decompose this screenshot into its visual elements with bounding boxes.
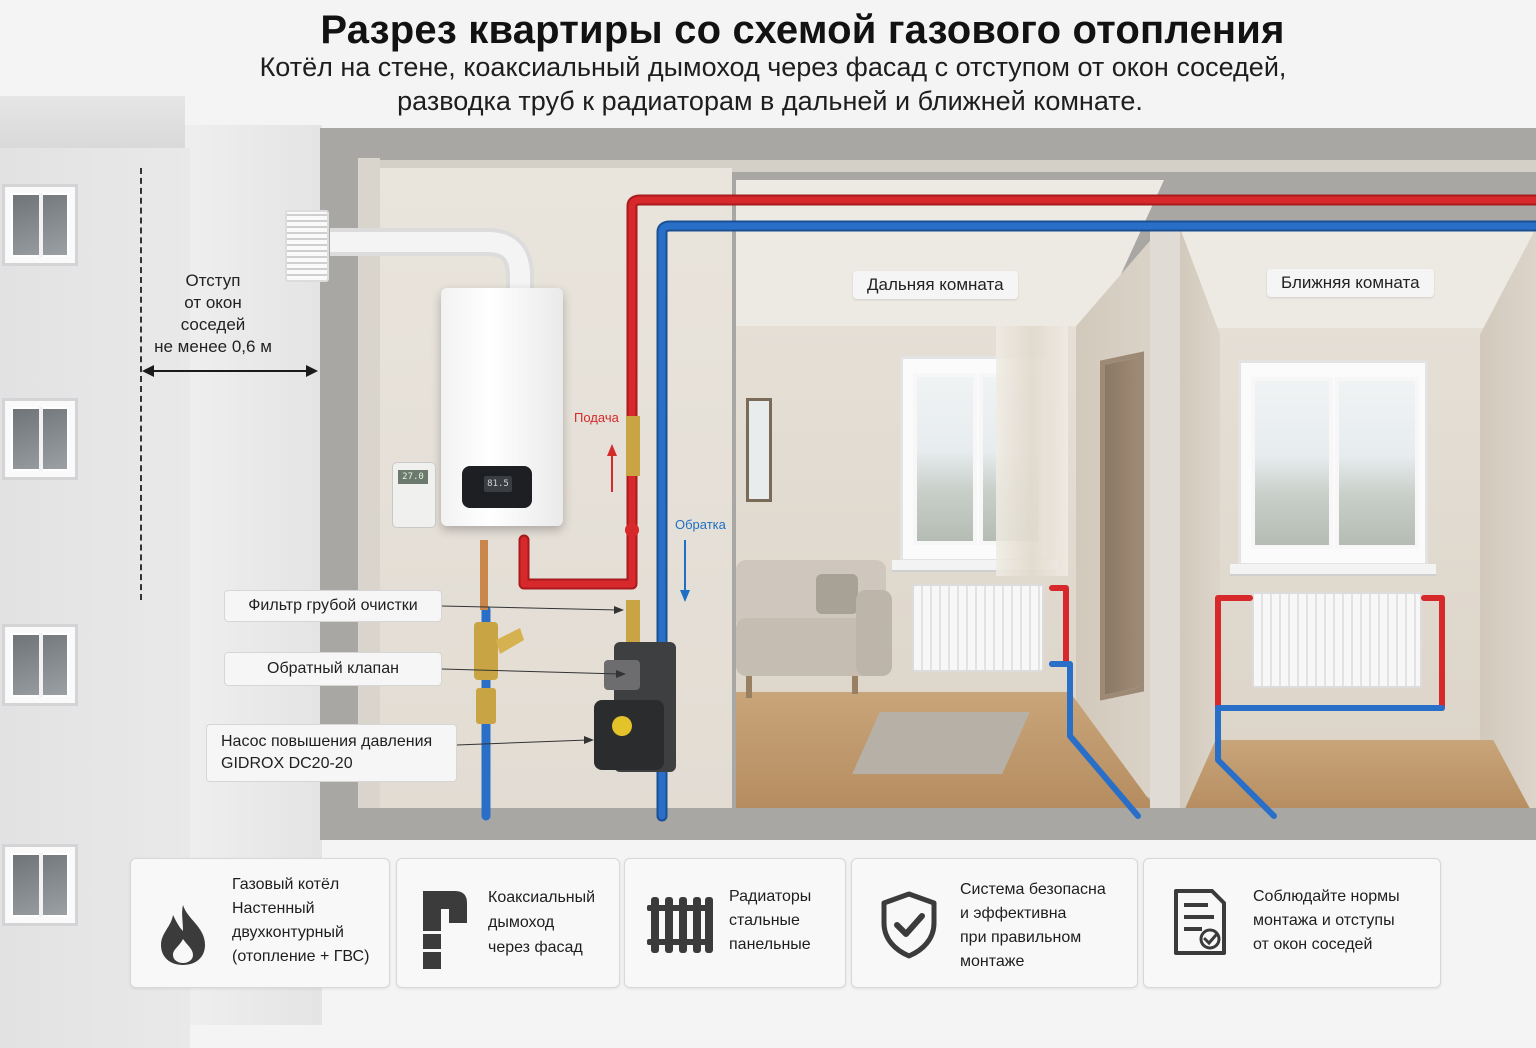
far-room-label: Дальняя комната (853, 271, 1018, 299)
card-text-line: монтажа и отступы (1253, 912, 1395, 929)
page-title: Разрез квартиры со схемой газового отопл… (320, 8, 1285, 52)
offset-dimension-arrow (142, 365, 318, 377)
thermostat-display: 27.0 (398, 470, 428, 484)
partition-wall (1150, 228, 1184, 828)
chimney-terminal-grille (285, 210, 329, 282)
near-room-window (1238, 360, 1428, 566)
sofa (736, 560, 892, 698)
feature-card-safety: Система безопасна и эффективна при прави… (851, 858, 1138, 988)
offset-label-line: соседей (180, 315, 246, 334)
radiator-icon (647, 897, 713, 953)
page-subtitle-line2: разводка труб к радиаторам в дальней и б… (397, 86, 1143, 116)
booster-pump (594, 642, 676, 772)
return-pipe (481, 220, 1536, 822)
supply-valve (626, 416, 640, 476)
offset-label-line: не менее 0,6 м (154, 337, 272, 356)
wall-picture (746, 398, 772, 502)
card-text-line: Соблюдайте нормы (1253, 888, 1400, 905)
card-text-line: (отопление + ГВС) (232, 948, 370, 965)
card-text-line: Радиаторы (729, 888, 812, 905)
pump-leader-line (456, 739, 589, 746)
chimney-pipe-icon (423, 891, 467, 969)
offset-label: Отступ от окон соседей не менее 0,6 м (140, 270, 286, 358)
far-room-scene (736, 180, 1164, 820)
card-text-line: стальные (729, 912, 800, 929)
feature-card-norms: Соблюдайте нормы монтажа и отступы от ок… (1143, 858, 1441, 988)
flame-icon (161, 905, 205, 965)
near-room-right-wall (1480, 228, 1536, 820)
checklist-document-icon (1174, 889, 1226, 955)
pump-callout: Насос повышения давления GIDROX DC20-20 (206, 724, 457, 782)
filter-leader-line (441, 605, 619, 611)
feature-card-radiators: Радиаторы стальные панельные (624, 858, 846, 988)
page-subtitle-line1: Котёл на стене, коаксиальный дымоход чер… (259, 52, 1287, 82)
card-text-line: через фасад (488, 939, 583, 956)
card-text-line: дымоход (488, 914, 555, 931)
near-room-left-wall (1180, 228, 1220, 820)
pump-callout-line1: Насос повышения давления (221, 733, 433, 750)
offset-label-line: от окон (184, 293, 242, 312)
supply-valve-handle (625, 523, 639, 537)
neighbor-window (2, 184, 78, 266)
pump-callout-line2: GIDROX DC20-20 (221, 755, 353, 772)
check-valve (476, 688, 496, 724)
card-text-line: и эффективна (960, 905, 1067, 922)
coaxial-chimney-pipe-highlight (330, 232, 530, 288)
near-room-window-sill (1230, 564, 1436, 576)
shield-check-icon (881, 891, 937, 959)
card-text-line: монтаже (960, 953, 1025, 970)
card-text-line: от окон соседей (1253, 936, 1373, 953)
supply-fitting (626, 600, 640, 648)
boiler-display: 81.5 (484, 476, 512, 492)
window-edge-dashed-line (140, 168, 142, 600)
neighbor-roof (0, 96, 185, 151)
floor-slab (320, 808, 1536, 840)
near-room-scene (1180, 228, 1536, 820)
feature-card-chimney: Коаксиальный дымоход через фасад (396, 858, 620, 988)
card-text-line: двухконтурный (232, 924, 344, 941)
card-text-line: Газовый котёл (232, 876, 340, 893)
card-text-line: Настенный (232, 900, 315, 917)
return-flow-label: Обратка (675, 517, 726, 532)
card-text-line: Система безопасна (960, 881, 1106, 898)
curtain (996, 326, 1068, 576)
filter-callout: Фильтр грубой очистки (224, 590, 442, 622)
coarse-filter (474, 622, 524, 680)
supply-flow-label: Подача (574, 410, 619, 425)
offset-label-line: Отступ (185, 271, 241, 290)
neighbor-window (2, 398, 78, 480)
card-text-line: Коаксиальный (488, 889, 596, 906)
check-valve-callout: Обратный клапан (224, 652, 442, 686)
piping-network (330, 194, 1536, 822)
near-room-label: Ближняя комната (1267, 269, 1434, 297)
valve-leader-line (441, 668, 621, 675)
card-text-line: панельные (729, 936, 811, 953)
neighbor-window (2, 624, 78, 706)
card-text-line: при правильном (960, 929, 1082, 946)
far-room-radiator (912, 584, 1044, 672)
feature-card-boiler: Газовый котёл Настенный двухконтурный (о… (130, 858, 390, 988)
neighbor-window (2, 844, 78, 926)
near-room-radiator (1252, 592, 1422, 688)
